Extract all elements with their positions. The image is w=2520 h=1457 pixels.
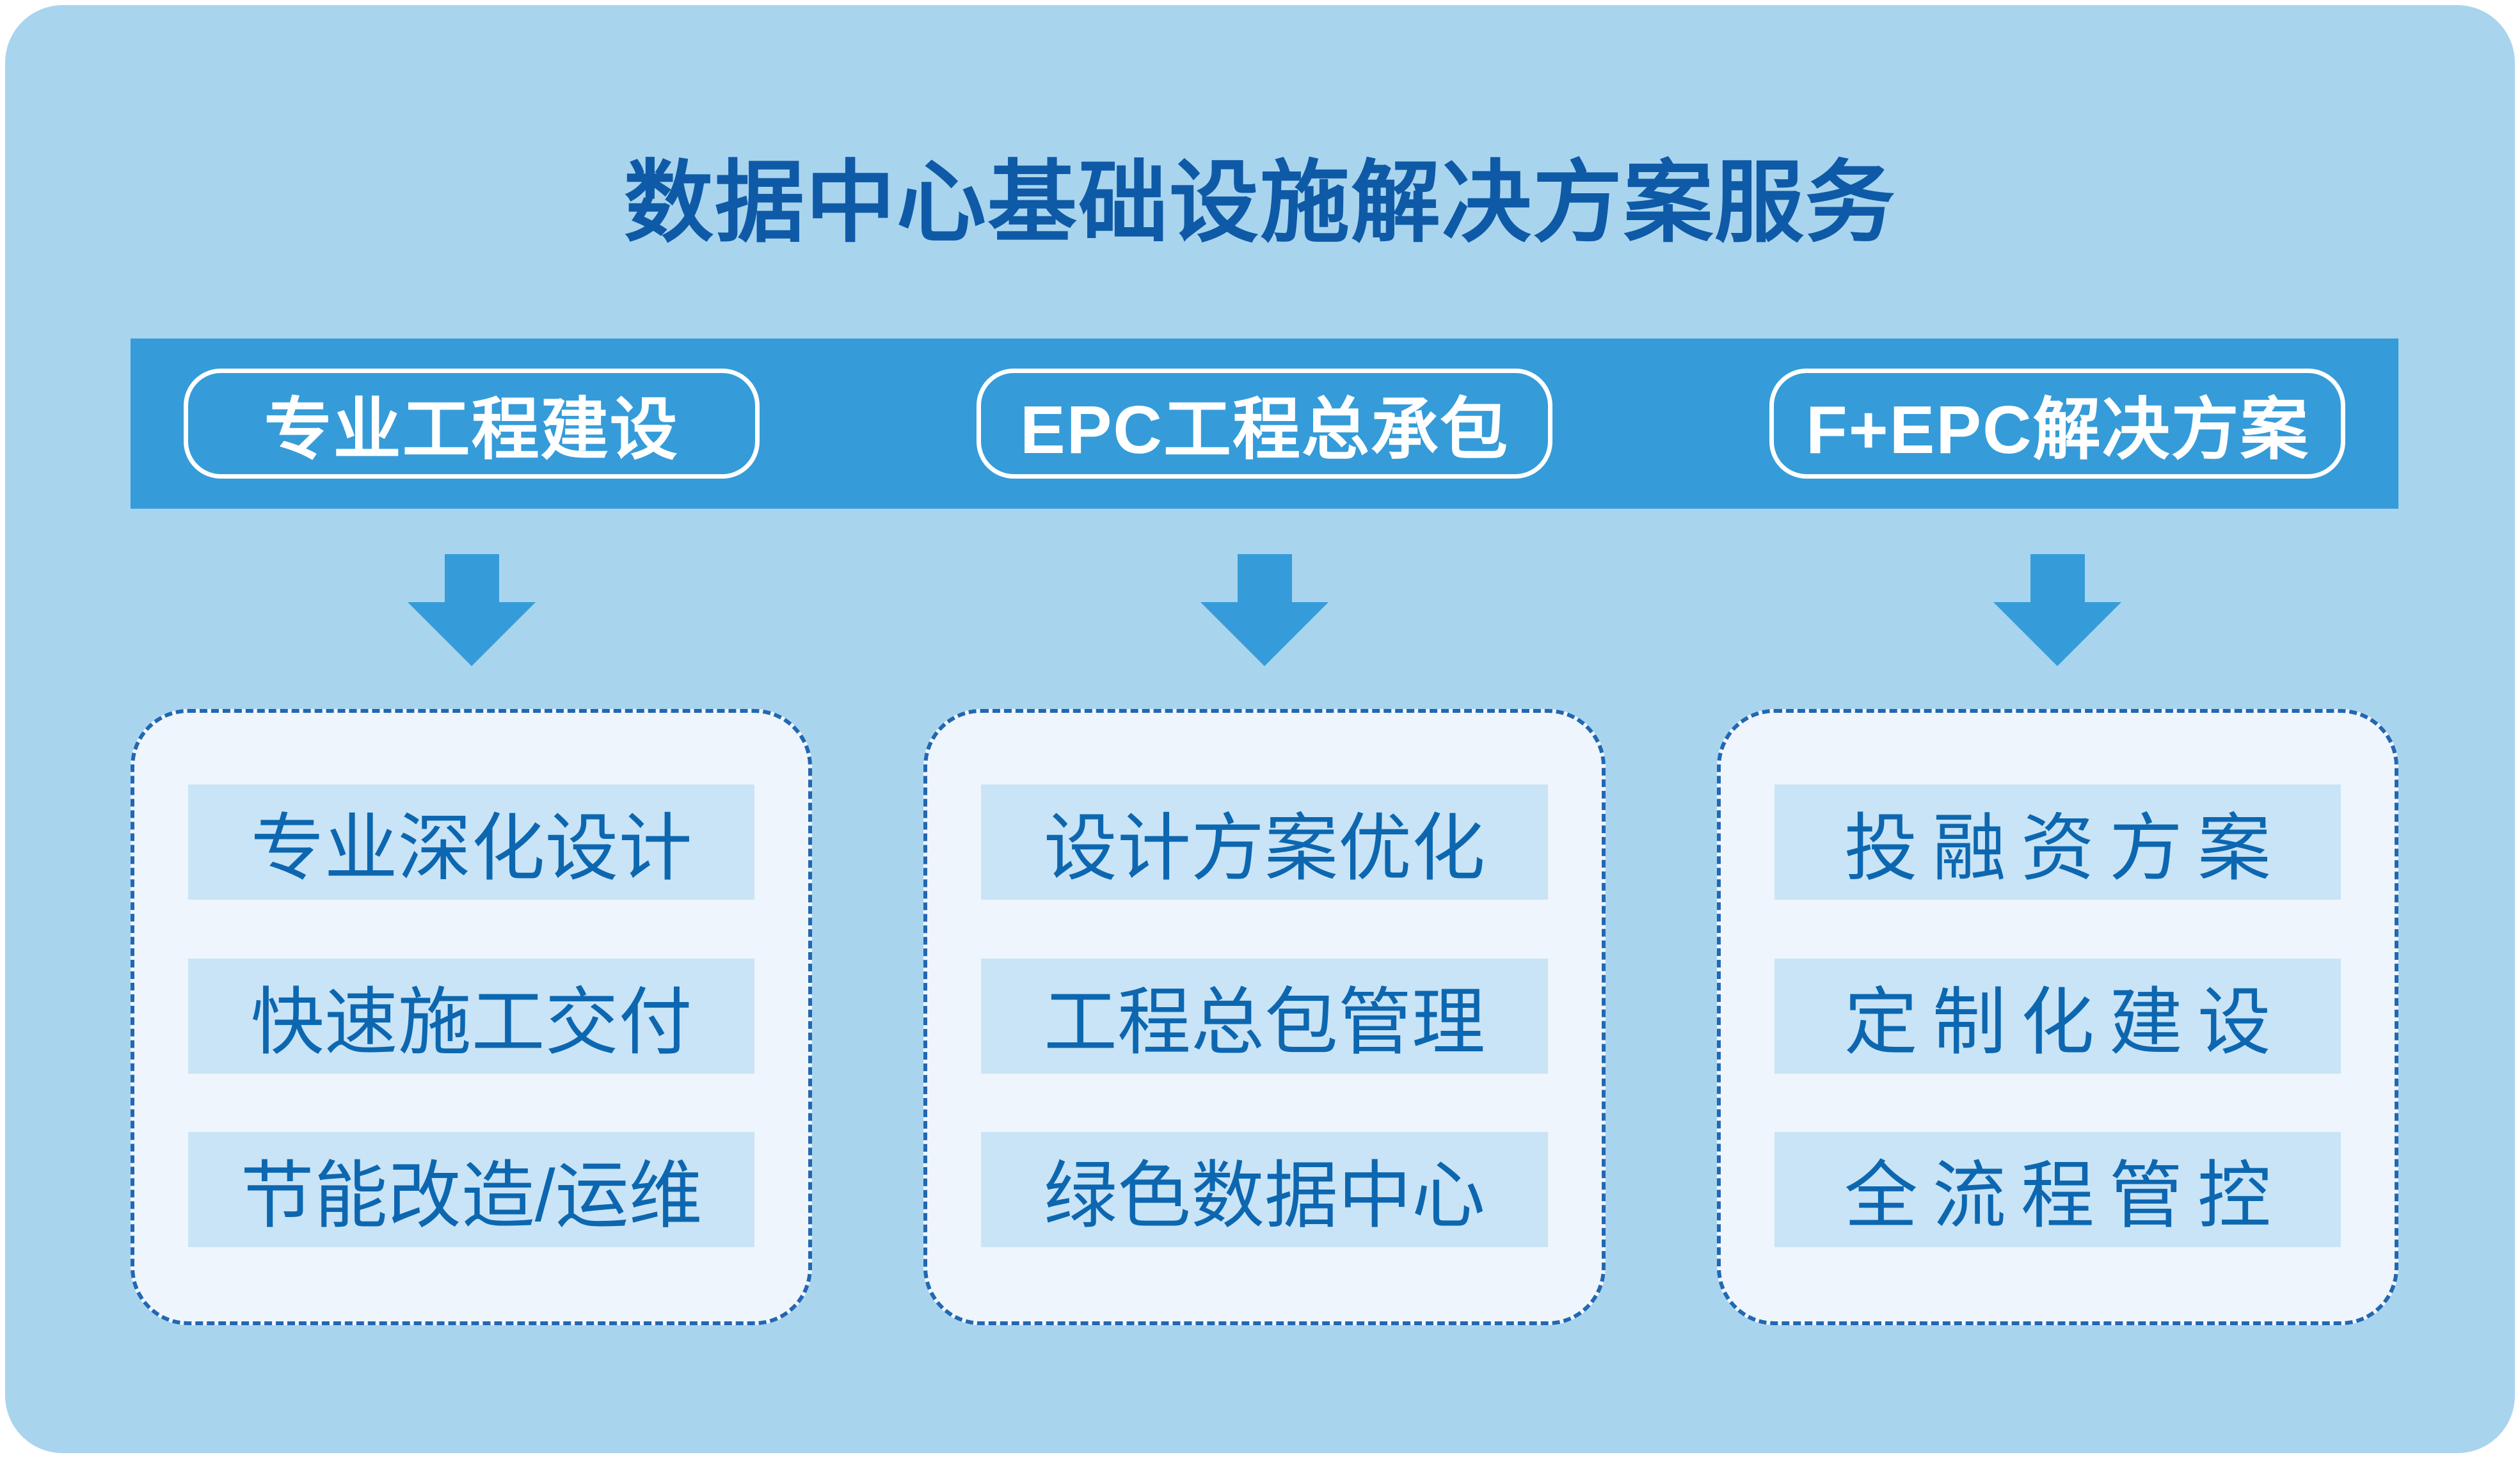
solution-item: 定制化建设 xyxy=(1774,958,2341,1074)
page-title: 数据中心基础设施解决方案服务 xyxy=(623,152,1896,253)
block-arrow-down-icon xyxy=(1993,554,2122,666)
solution-card: 专业深化设计 快速施工交付 节能改造/运维 xyxy=(131,709,813,1325)
solution-item: 绿色数据中心 xyxy=(981,1132,1548,1247)
solution-card: 投融资方案 定制化建设 全流程管控 xyxy=(1716,709,2398,1325)
solution-item: 投融资方案 xyxy=(1774,784,2341,900)
solution-item: 工程总包管理 xyxy=(981,958,1548,1074)
category-pill-f-epc-solution: F+EPC解决方案 xyxy=(1769,369,2346,479)
block-arrow-down-icon xyxy=(1200,554,1328,666)
solution-columns: 专业深化设计 快速施工交付 节能改造/运维 设计方案优化 工程总包管理 绿色数据… xyxy=(131,554,2398,1325)
category-pill-professional-construction: 专业工程建设 xyxy=(183,369,760,479)
category-pill-label: F+EPC解决方案 xyxy=(1806,392,2309,468)
solution-item: 快速施工交付 xyxy=(188,958,755,1074)
solution-item: 专业深化设计 xyxy=(188,784,755,900)
category-pill-epc-contracting: EPC工程总承包 xyxy=(976,369,1552,479)
column-f-epc-solution: 投融资方案 定制化建设 全流程管控 xyxy=(1716,554,2398,1325)
category-bar: 专业工程建设 EPC工程总承包 F+EPC解决方案 xyxy=(131,338,2398,509)
solution-panel: 数据中心基础设施解决方案服务 专业工程建设 EPC工程总承包 F+EPC解决方案… xyxy=(5,5,2515,1453)
category-pill-label: EPC工程总承包 xyxy=(1020,392,1509,468)
column-professional-construction: 专业深化设计 快速施工交付 节能改造/运维 xyxy=(131,554,813,1325)
solution-item: 节能改造/运维 xyxy=(188,1132,755,1247)
block-arrow-down-icon xyxy=(407,554,536,666)
solution-card: 设计方案优化 工程总包管理 绿色数据中心 xyxy=(923,709,1606,1325)
solution-item: 全流程管控 xyxy=(1774,1132,2341,1247)
category-pill-label: 专业工程建设 xyxy=(264,392,679,468)
column-epc-contracting: 设计方案优化 工程总包管理 绿色数据中心 xyxy=(923,554,1606,1325)
solution-item: 设计方案优化 xyxy=(981,784,1548,900)
